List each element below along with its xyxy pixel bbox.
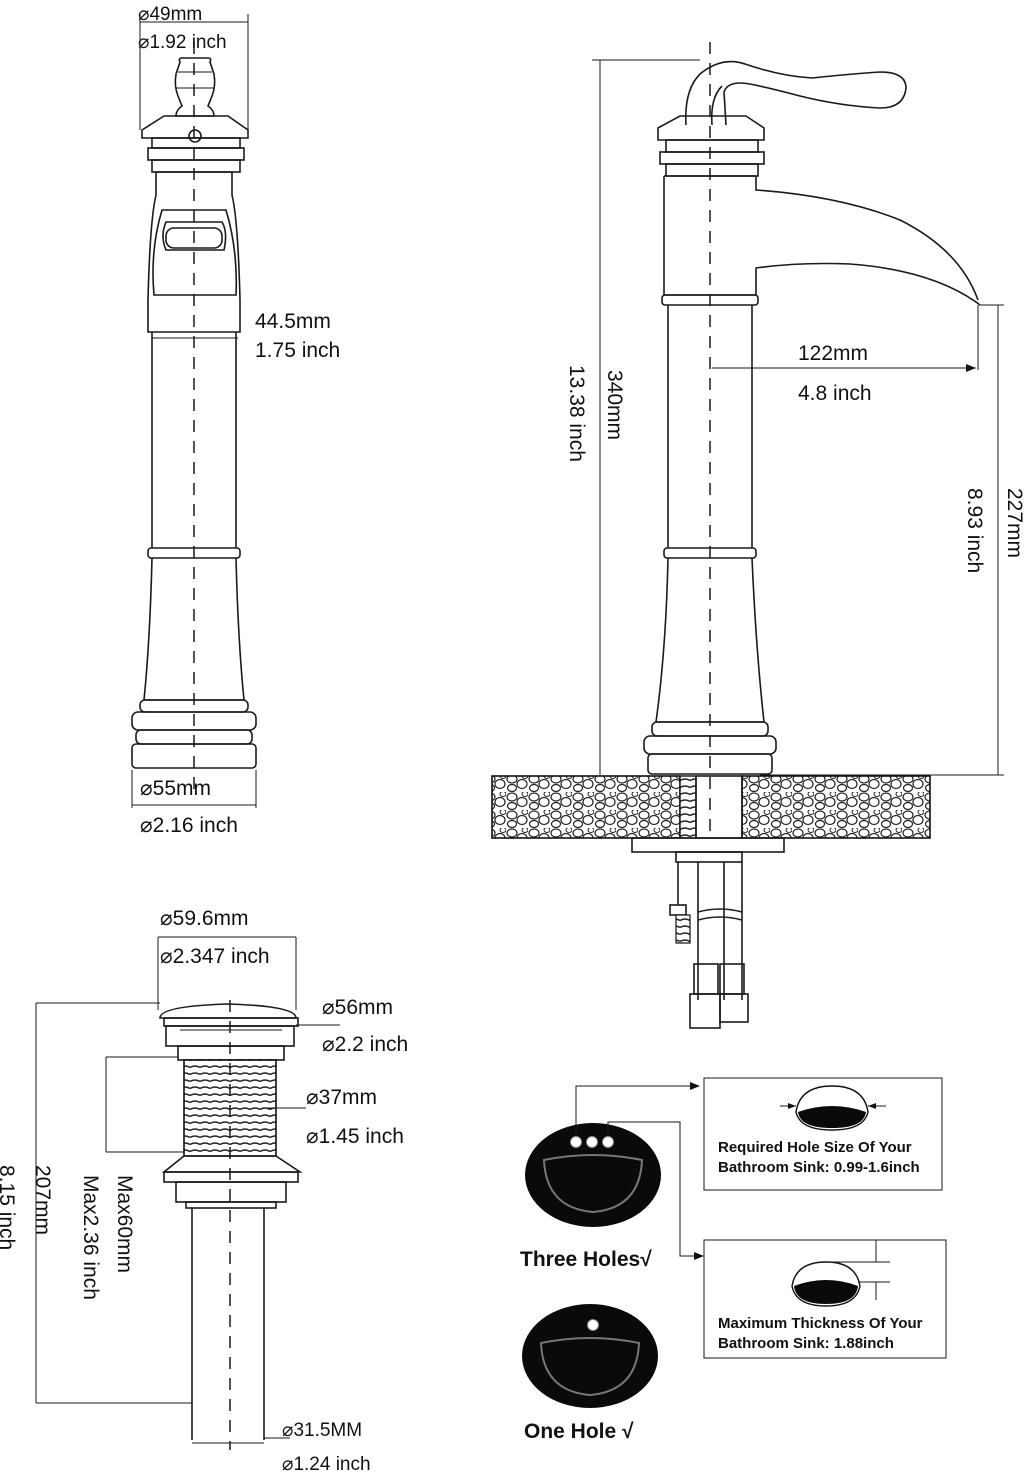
- cap-dia-mm: ⌀59.6mm: [160, 907, 249, 930]
- thickness-line1: Maximum Thickness Of Your: [718, 1315, 923, 1332]
- base-dia-in: ⌀2.16 inch: [140, 814, 238, 837]
- tail-dia-in: ⌀1.24 inch: [282, 1454, 371, 1475]
- front-view: [131, 14, 257, 808]
- reach-in: 4.8 inch: [798, 382, 872, 405]
- flange-dia-in: ⌀2.2 inch: [322, 1033, 408, 1056]
- height-mm: 340mm: [603, 370, 626, 440]
- handle-dia-mm: ⌀49mm: [138, 4, 202, 25]
- reach-mm: 122mm: [798, 342, 868, 365]
- height-in: 13.38 inch: [565, 365, 588, 462]
- body-dia-mm: 44.5mm: [255, 310, 331, 333]
- thread-dia-mm: ⌀37mm: [306, 1086, 377, 1109]
- drain-length-mm: 207mm: [31, 1165, 54, 1235]
- hole-size-line2: Bathroom Sink: 0.99-1.6inch: [718, 1159, 920, 1176]
- tail-dia-mm: ⌀31.5MM: [282, 1420, 362, 1441]
- cap-dia-in: ⌀2.347 inch: [160, 945, 270, 968]
- drain-max-in: Max2.36 inch: [79, 1175, 102, 1300]
- sink-illustrations: [522, 1077, 947, 1408]
- thickness-line2: Bathroom Sink: 1.88inch: [718, 1335, 894, 1352]
- side-view: [491, 42, 1004, 1029]
- spout-height-in: 8.93 inch: [963, 488, 986, 573]
- hole-size-line1: Required Hole Size Of Your: [718, 1139, 912, 1156]
- body-dia-in: 1.75 inch: [255, 339, 340, 362]
- drain-view: [35, 936, 340, 1450]
- one-hole-label: One Hole √: [524, 1420, 634, 1443]
- handle-dia-in: ⌀1.92 inch: [138, 32, 227, 53]
- spout-height-mm: 227mm: [1003, 488, 1026, 558]
- base-dia-mm: ⌀55mm: [140, 777, 211, 800]
- flange-dia-mm: ⌀56mm: [322, 996, 393, 1019]
- drain-length-in: 8.15 inch: [0, 1165, 18, 1250]
- thread-dia-in: ⌀1.45 inch: [306, 1125, 404, 1148]
- drain-max-mm: Max60mm: [113, 1175, 136, 1273]
- three-holes-label: Three Holes√: [520, 1248, 652, 1271]
